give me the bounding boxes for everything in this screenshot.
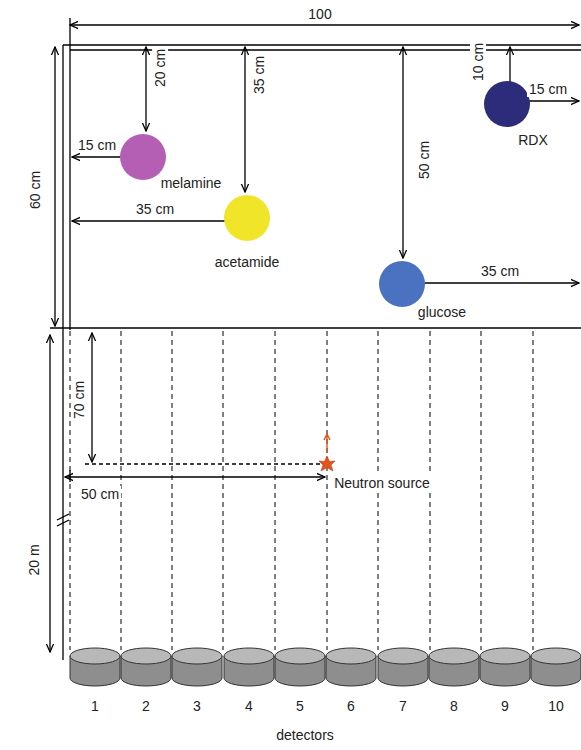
dimension-line (244, 47, 245, 192)
axis-label: detectors (274, 727, 336, 743)
dimension-label: 70 cm (71, 379, 87, 421)
detector-number: 2 (141, 698, 151, 714)
detector-number: 7 (398, 698, 408, 714)
dimension-label: 15 cm (527, 81, 569, 97)
cylinder-shape (377, 644, 429, 688)
detector: 10 (530, 644, 581, 716)
dimension-label: 35 cm (251, 54, 267, 96)
detector-number: 5 (295, 698, 305, 714)
dimension-line (91, 333, 92, 462)
box-edge (69, 45, 70, 330)
circle-shape (119, 133, 167, 181)
sample-name: glucose (417, 304, 467, 320)
detector-number: 1 (90, 698, 100, 714)
dimension-line (405, 282, 579, 283)
column-line (223, 331, 224, 650)
circle-shape (378, 260, 426, 308)
dimension-label: 100 (306, 6, 333, 22)
dimension-label: 60 cm (27, 169, 43, 211)
circle-shape (483, 80, 531, 128)
box-edge (63, 44, 581, 45)
cylinder-shape (428, 644, 480, 688)
dimension-label: 50 cm (79, 486, 121, 502)
sample-circle: RDX (483, 80, 531, 128)
sample-circle: acetamide (223, 194, 271, 242)
box-edge (62, 45, 63, 660)
dimension-line (49, 335, 50, 652)
column-line (275, 331, 276, 650)
source-label: Neutron source (332, 475, 432, 491)
detector: 9 (479, 644, 531, 716)
sample-name: melamine (160, 175, 223, 191)
detector: 4 (223, 644, 275, 716)
dimension-label: 10 cm (470, 41, 486, 83)
dimension-line (145, 47, 146, 131)
sample-name: acetamide (214, 254, 281, 270)
detector: 1 (69, 644, 121, 716)
dimension-label: 50 cm (416, 139, 432, 181)
detector-columns (70, 331, 533, 650)
cylinder-shape (325, 644, 377, 688)
detector: 2 (120, 644, 172, 716)
extension-line (69, 18, 70, 45)
dimension-line (65, 476, 325, 477)
column-line (172, 331, 173, 650)
dimension-line (70, 24, 579, 25)
detector: 6 (325, 644, 377, 716)
neutron-source-star (319, 456, 335, 471)
detector: 8 (428, 644, 480, 716)
dimension-label: 35 cm (134, 201, 176, 217)
dimension-line (72, 220, 243, 221)
detector-number: 3 (192, 698, 202, 714)
detector-number: 6 (346, 698, 356, 714)
detector-number: 9 (500, 698, 510, 714)
dimension-label: 20 cm (152, 47, 168, 89)
cylinder-shape (171, 644, 223, 688)
column-line (481, 331, 482, 650)
detector-number: 10 (547, 698, 565, 714)
detector-number: 8 (449, 698, 459, 714)
detector: 3 (171, 644, 223, 716)
sample-circle: glucose (378, 260, 426, 308)
sample-name: RDX (517, 132, 549, 148)
cylinder-shape (69, 644, 121, 688)
sample-circle: melamine (119, 133, 167, 181)
cylinder-shape (223, 644, 275, 688)
detector: 5 (274, 644, 326, 716)
detector-number: 4 (244, 698, 254, 714)
column-line (327, 331, 328, 650)
cylinder-shape (120, 644, 172, 688)
cylinder-shape (274, 644, 326, 688)
dimension-label: 20 m (26, 542, 42, 577)
detector: 7 (377, 644, 429, 716)
cylinder-shape (530, 644, 581, 688)
column-line (533, 331, 534, 650)
beam-arrow (324, 434, 330, 452)
break-mark (57, 520, 69, 526)
cylinder-shape (479, 644, 531, 688)
dimension-label: 35 cm (479, 263, 521, 279)
dimension-line (402, 47, 403, 258)
dimension-label: 15 cm (76, 137, 118, 153)
circle-shape (223, 194, 271, 242)
box-edge (50, 327, 581, 328)
break-mark (57, 514, 69, 520)
dimension-line (54, 47, 55, 326)
guide-line (85, 463, 327, 464)
